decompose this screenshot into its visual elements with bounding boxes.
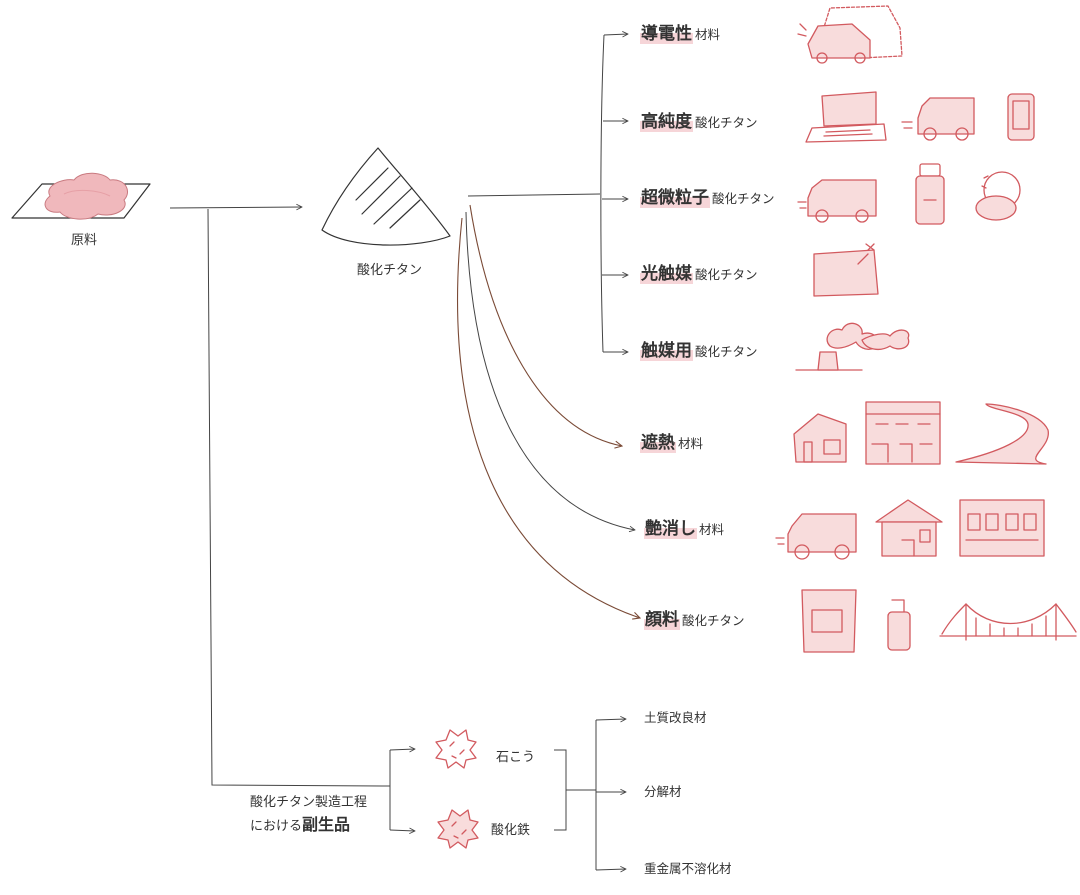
raw-material-label: 原料 xyxy=(71,233,98,248)
product-heat-shield: 遮熱材料 xyxy=(640,433,704,453)
iron-oxide-particle-icon xyxy=(437,809,479,849)
product-pigment: 顔料酸化チタン xyxy=(644,610,745,630)
raw-material-pile-icon xyxy=(11,172,151,220)
use-decomposer: 分解材 xyxy=(644,784,682,799)
paint-bag-icon xyxy=(801,589,857,653)
factory-chimney-icon xyxy=(795,322,910,371)
bridge-icon xyxy=(939,603,1077,641)
product-high-purity: 高純度酸化チタン xyxy=(640,112,758,132)
gypsum-label: 石こう xyxy=(496,750,536,765)
byproduct-bold: 副生品 xyxy=(302,815,351,835)
byproduct-line1: 酸化チタン製造工程 xyxy=(250,795,368,810)
product-highlight: 顔料 xyxy=(644,610,680,630)
product-matting: 艶消し材料 xyxy=(644,519,725,539)
product-suffix: 材料 xyxy=(699,522,725,537)
compact-mirror-icon xyxy=(975,171,1021,221)
product-photocatalyst: 光触媒酸化チタン xyxy=(640,264,758,284)
laptop-icon xyxy=(805,91,887,143)
use-soil-improver: 土質改良材 xyxy=(644,710,707,725)
product-highlight: 高純度 xyxy=(640,112,693,132)
byproduct-prefix: における xyxy=(250,819,303,835)
use-heavy-metal-insolubilizer: 重金属不溶化材 xyxy=(644,861,732,876)
flow-lines xyxy=(169,34,640,870)
product-highlight: 触媒用 xyxy=(640,341,693,361)
product-suffix: 酸化チタン xyxy=(712,191,775,206)
bottle-icon xyxy=(887,599,911,651)
product-ultrafine: 超微粒子酸化チタン xyxy=(640,188,775,208)
titanium-oxide-label: 酸化チタン xyxy=(357,263,423,278)
van-icon xyxy=(775,513,857,560)
product-highlight: 遮熱 xyxy=(640,433,676,453)
house-icon xyxy=(793,413,847,463)
product-suffix: 酸化チタン xyxy=(695,267,758,282)
gypsum-particle-icon xyxy=(435,729,477,769)
sunscreen-icon xyxy=(915,163,945,225)
smartphone-icon xyxy=(1007,93,1035,141)
house-icon xyxy=(875,499,943,557)
product-suffix: 酸化チタン xyxy=(695,115,758,130)
byproduct-label: 酸化チタン製造工程 における副生品 xyxy=(250,793,367,838)
titanium-oxide-pile-icon xyxy=(321,147,451,246)
product-highlight: 超微粒子 xyxy=(640,188,710,208)
product-highlight: 艶消し xyxy=(644,519,697,539)
product-suffix: 材料 xyxy=(695,27,721,42)
product-suffix: 材料 xyxy=(678,436,704,451)
school-building-icon xyxy=(959,499,1045,557)
byproduct-line2: における副生品 xyxy=(250,813,367,838)
product-highlight: 光触媒 xyxy=(640,264,693,284)
van-icon xyxy=(901,97,975,141)
road-icon xyxy=(955,403,1049,465)
product-conductive: 導電性材料 xyxy=(640,24,721,44)
product-catalyst: 触媒用酸化チタン xyxy=(640,341,758,361)
product-suffix: 酸化チタン xyxy=(682,613,745,628)
product-highlight: 導電性 xyxy=(640,24,693,44)
window-glass-icon xyxy=(813,243,879,297)
iron-oxide-label: 酸化鉄 xyxy=(491,823,531,838)
building-icon xyxy=(865,401,941,465)
van-icon xyxy=(797,179,877,223)
product-suffix: 酸化チタン xyxy=(695,344,758,359)
car-icon xyxy=(797,5,903,64)
